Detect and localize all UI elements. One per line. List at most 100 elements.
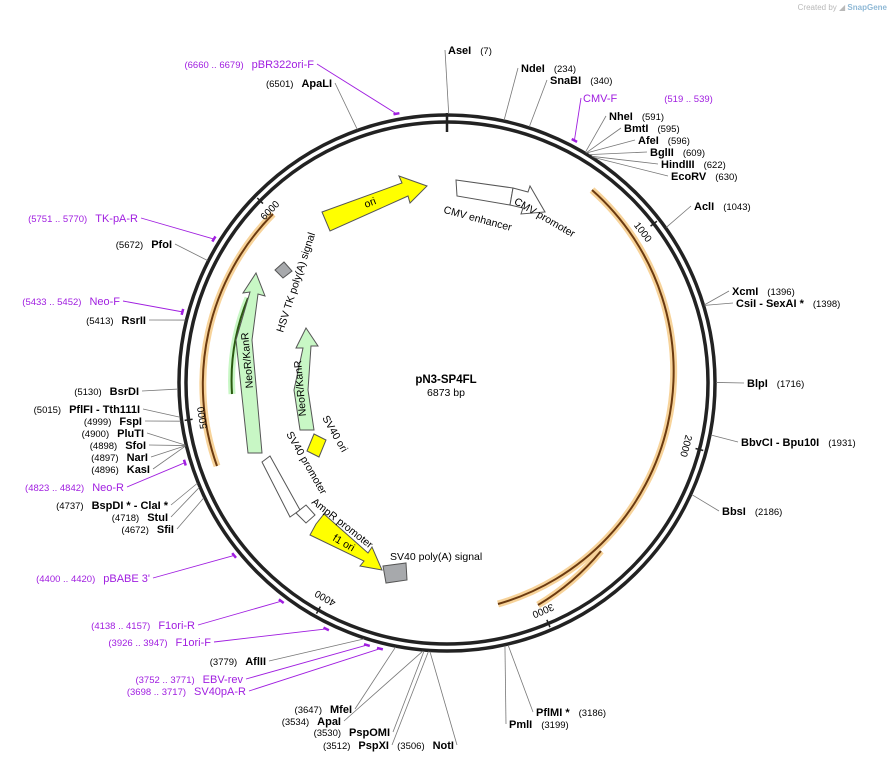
tick-mark-5000 (184, 418, 193, 422)
credit-prefix: Created by (797, 3, 837, 12)
site-bspdi-clai[interactable]: BspDI * - ClaI *(4737) (56, 482, 198, 512)
primer-sv40pa-r[interactable]: SV40pA-R(3698 .. 3717) (127, 646, 384, 698)
tick-label-5000: 5000 (196, 406, 210, 430)
primer-f1ori-r[interactable]: F1ori-R(4138 .. 4157) (91, 598, 285, 632)
site-position: (6501) (266, 79, 293, 90)
site-leader-line (392, 650, 425, 733)
site-leader-line (591, 155, 659, 165)
site-bmti[interactable]: BmtI(595) (585, 123, 680, 154)
site-position: (1716) (777, 379, 804, 390)
site-pfoi[interactable]: PfoI(5672) (116, 239, 208, 261)
site-csii-sexai[interactable]: CsiI - SexAI * (1398) (704, 298, 841, 310)
site-pflfi-tth111i[interactable]: PflFI - Tth111I(5015) (34, 404, 181, 418)
site-ndei[interactable]: NdeI(234) (503, 63, 576, 121)
primer-binding-mark (322, 626, 330, 632)
site-asei[interactable]: AseI(7) (444, 45, 492, 115)
site-sfoi[interactable]: SfoI(4898) (90, 440, 186, 452)
site-pspomi[interactable]: PspOMI (3530) (314, 650, 425, 739)
primer-tk-pa-r[interactable]: TK-pA-R(5751 .. 5770) (28, 213, 217, 243)
site-stui[interactable]: StuI(4718) (112, 487, 200, 524)
site-apali[interactable]: ApaLI(6501) (266, 78, 358, 130)
site-blpi[interactable]: BlpI(1716) (715, 378, 804, 390)
site-position: (630) (715, 172, 737, 183)
site-name: SfiI (157, 524, 174, 536)
snapgene-credit: Created by ◢ SnapGene (798, 3, 887, 12)
site-acli[interactable]: AclI(1043) (666, 201, 751, 228)
site-aflii[interactable]: AflII(3779) (210, 638, 365, 668)
site-position: (3186) (579, 708, 606, 719)
site-pflmi[interactable]: PflMI *(3186) (507, 644, 606, 719)
site-bbsi[interactable]: BbsI(2186) (691, 494, 783, 518)
site-name: CsiI - SexAI * (736, 298, 805, 310)
site-apai[interactable]: ApaI(3534) (282, 650, 424, 728)
site-name: PspXI (358, 740, 389, 752)
primer-neo-r[interactable]: Neo-R(4823 .. 4842) (25, 459, 187, 494)
site-hindiii[interactable]: HindIII(622) (591, 155, 726, 171)
primer-pbabe-3[interactable]: pBABE 3'(4400 .. 4420) (36, 552, 237, 585)
site-pmli[interactable]: PmlI(3199) (504, 645, 569, 731)
site-position: (1398) (813, 299, 840, 310)
site-position: (5413) (86, 316, 113, 327)
primer-position: (4400 .. 4420) (36, 574, 95, 585)
site-noti[interactable]: NotI(3506) (397, 651, 458, 752)
site-xcmi[interactable]: XcmI(1396) (704, 286, 795, 306)
orange-feature-arcs (199, 187, 678, 609)
site-nari[interactable]: NarI(4897) (91, 445, 186, 464)
site-sfii[interactable]: SfiI (4672) (121, 497, 205, 536)
site-leader-line (585, 127, 622, 154)
site-leader-line (710, 434, 739, 443)
site-pluti[interactable]: PluTI(4900) (82, 428, 186, 446)
primer-binding-mark (393, 111, 400, 116)
plasmid-name: pN3-SP4FL (415, 374, 476, 386)
site-snabi[interactable]: SnaBI(340) (528, 75, 612, 128)
site-kasi[interactable]: KasI(4896) (91, 445, 186, 476)
site-nhei[interactable]: NheI(591) (585, 111, 664, 153)
site-fspi[interactable]: FspI(4999) (84, 416, 181, 428)
site-rsrii[interactable]: RsrII(5413) (86, 315, 186, 327)
site-name: XcmI (732, 286, 758, 298)
site-position: (5130) (74, 387, 101, 398)
primer-binding-mark (180, 308, 185, 316)
primer-position: (6660 .. 6679) (184, 60, 243, 71)
site-leader-line (170, 487, 200, 518)
primer-cmv-f[interactable]: CMV-F(519 .. 539) (571, 93, 713, 143)
primer-name: EBV-rev (203, 674, 244, 686)
primer-binding-mark (376, 646, 384, 651)
site-leader-line (170, 482, 198, 506)
site-leader-line (334, 82, 358, 130)
site-position: (4900) (82, 429, 109, 440)
feature-label-hsv-tk: HSV TK poly(A) signal (274, 231, 318, 334)
site-afei[interactable]: AfeI(596) (586, 135, 690, 154)
site-bsrdi[interactable]: BsrDI (5130) (74, 386, 179, 398)
primer-sites: pBR322ori-F(6660 .. 6679) CMV-F(519 .. 53… (22, 59, 713, 698)
primer-pbr322ori-f[interactable]: pBR322ori-F(6660 .. 6679) (184, 59, 400, 116)
primer-f1ori-f[interactable]: F1ori-F(3926 .. 3947) (108, 626, 330, 649)
site-leader-line (176, 497, 205, 530)
site-name: SfoI (125, 440, 146, 452)
site-pspxi[interactable]: PspXI(3512) (323, 651, 429, 752)
site-leader-line (715, 382, 745, 384)
site-leader-line (593, 157, 669, 177)
primer-leader-line (197, 600, 282, 626)
site-position: (4672) (121, 525, 148, 536)
site-bbvci-bpu10i[interactable]: BbvCI - Bpu10I(1931) (710, 434, 856, 449)
site-mfei[interactable]: MfeI(3647) (295, 646, 396, 716)
site-name: BsrDI (110, 386, 139, 398)
credit-brand: SnapGene (847, 3, 887, 12)
site-name: PspOMI (349, 727, 390, 739)
feature-cmv-promoter-arrow (509, 184, 546, 215)
feature-ori-arrow (321, 175, 428, 232)
site-ecorv[interactable]: EcoRV(630) (593, 157, 738, 183)
primer-ebv-rev[interactable]: EBV-rev(3752 .. 3771) (135, 642, 371, 686)
site-position: (3530) (314, 728, 341, 739)
plasmid-length: 6873 bp (427, 387, 465, 399)
restriction-sites: AseI(7)NdeI(234)SnaBI(340)NheI(591)BmtI(… (34, 45, 856, 752)
primer-binding-mark (231, 552, 237, 559)
primer-name: TK-pA-R (95, 213, 138, 225)
feature-sv40-polya-box (382, 562, 408, 584)
site-name: BmtI (624, 123, 648, 135)
site-position: (4896) (91, 465, 118, 476)
site-bglii[interactable]: BglII(609) (589, 147, 705, 159)
primer-neo-f[interactable]: Neo-F(5433 .. 5452) (22, 296, 185, 316)
